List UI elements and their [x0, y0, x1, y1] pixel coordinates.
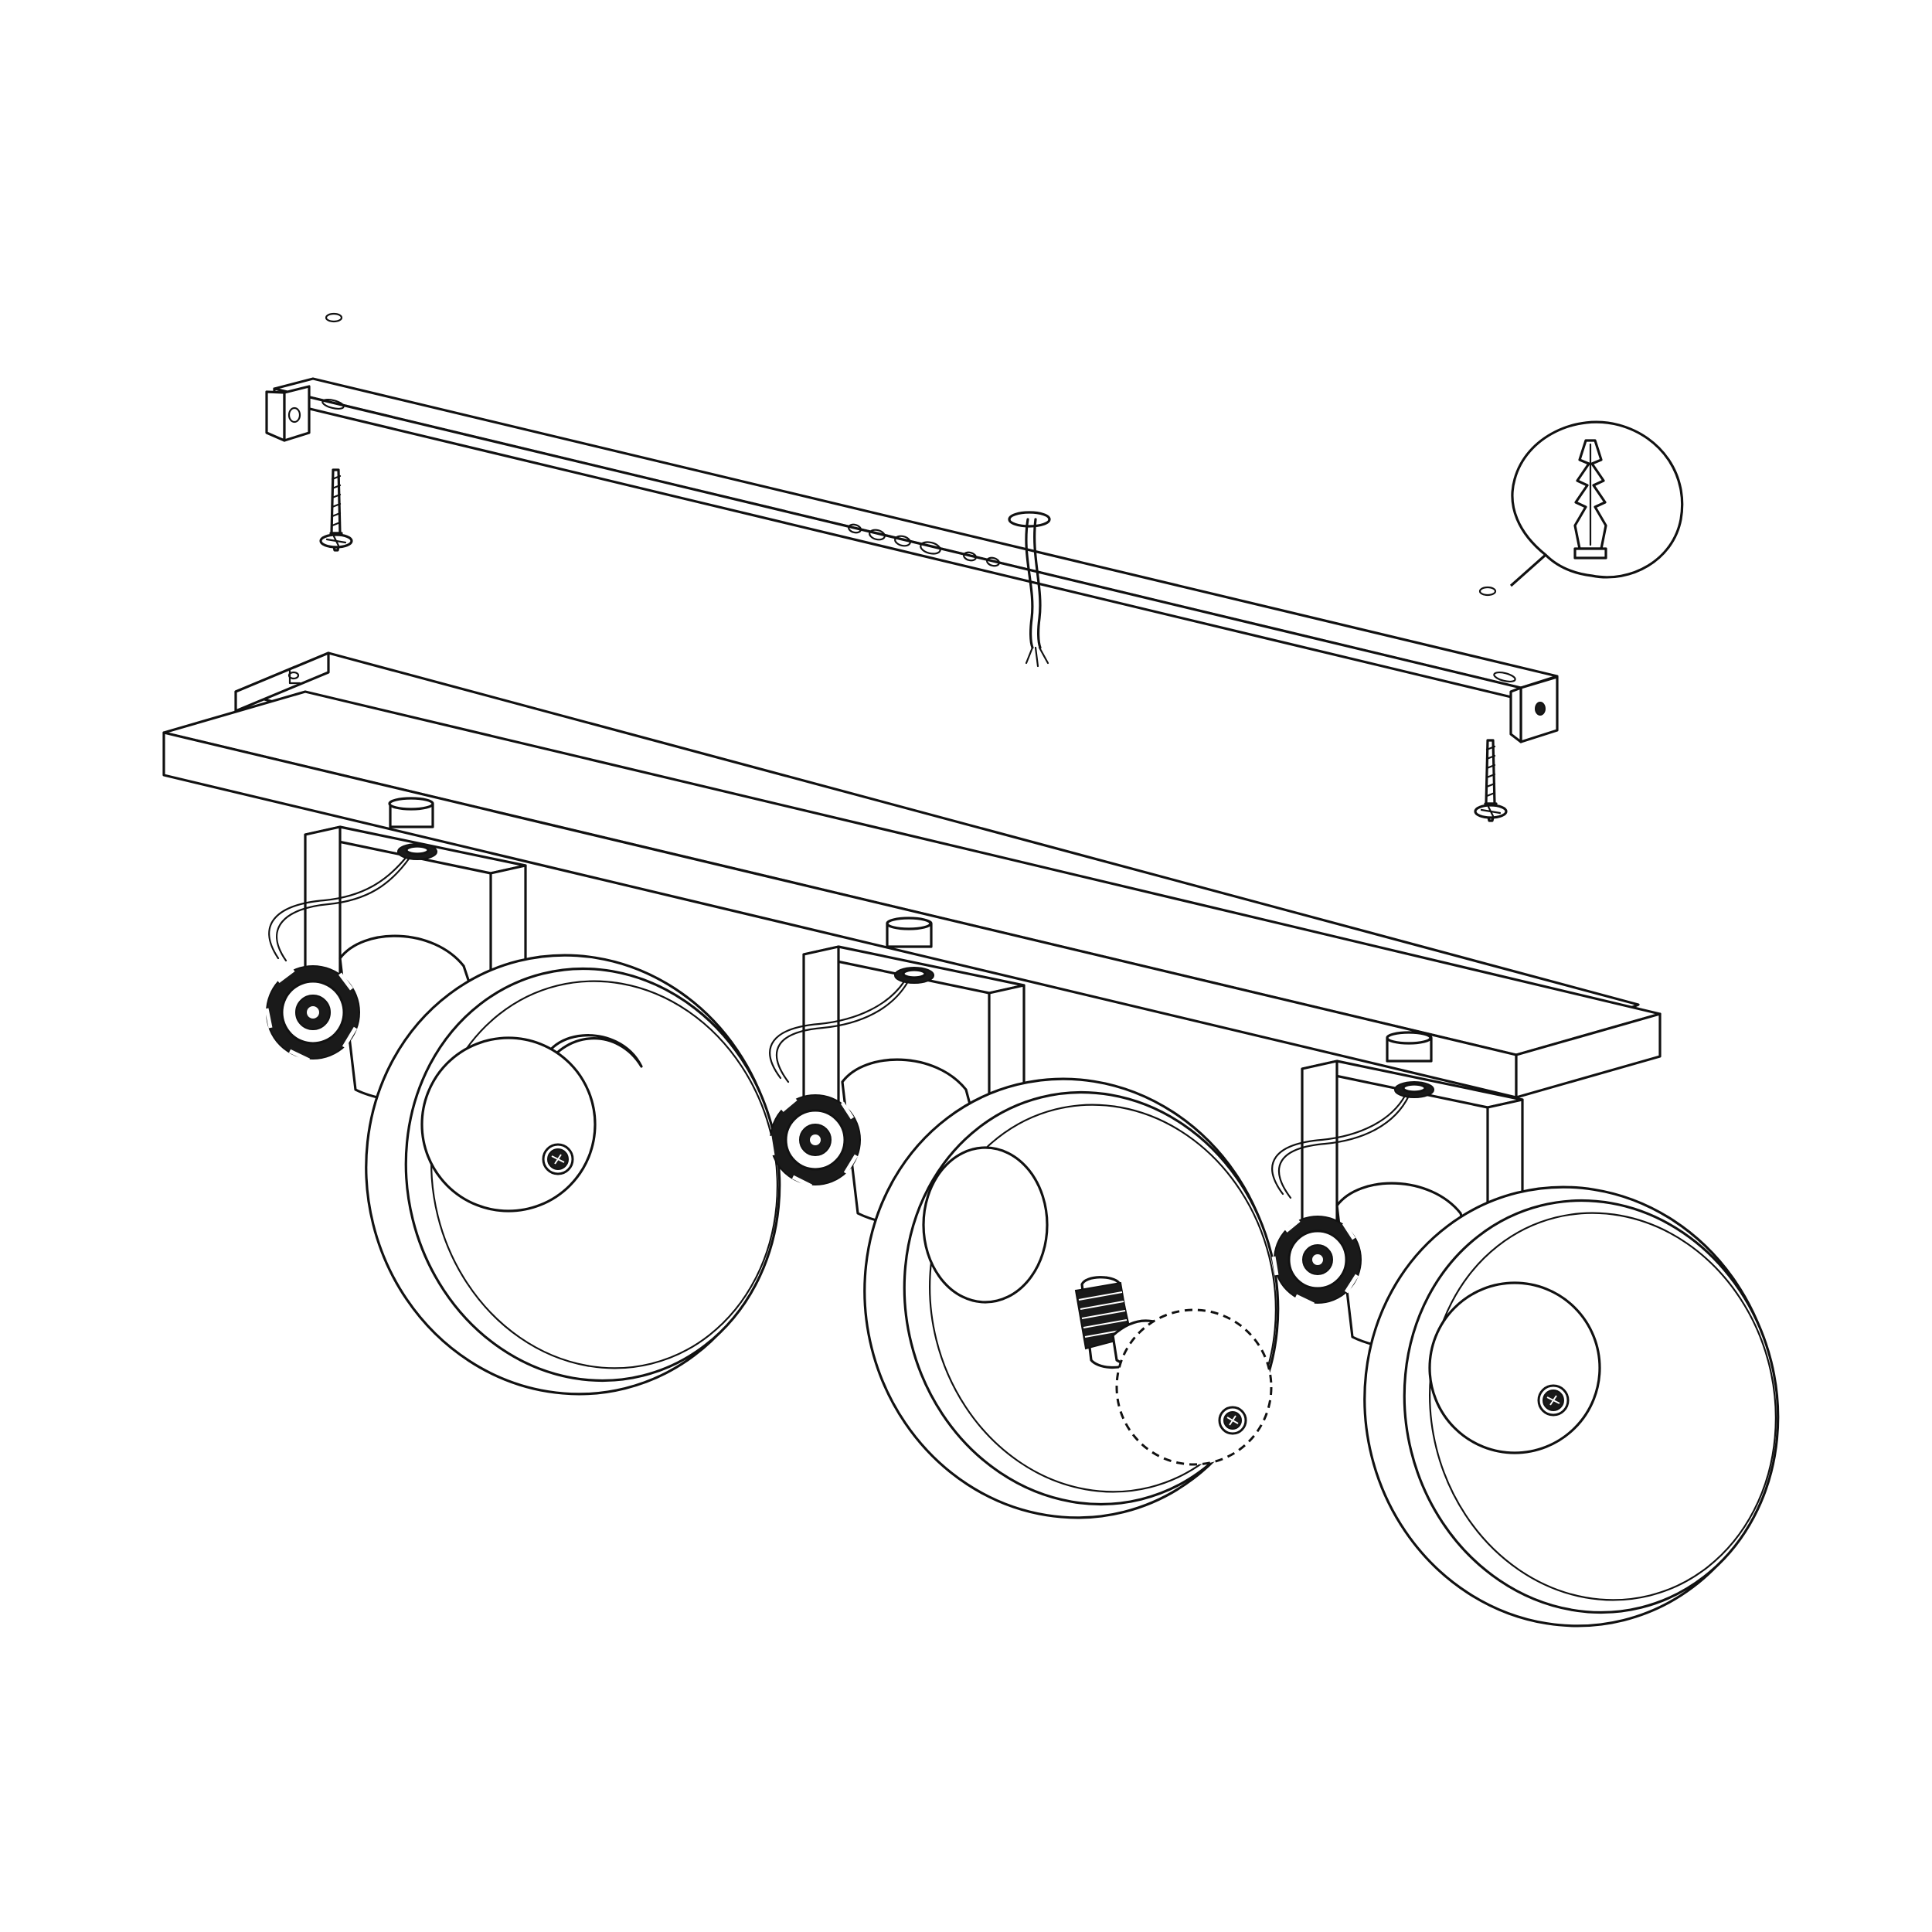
washer-icon [325, 312, 343, 323]
base-plate [162, 651, 1662, 1099]
adjustment-knob-icon [264, 965, 360, 1063]
adjustment-knob-icon [767, 1094, 861, 1189]
bracket-holes [848, 523, 1000, 567]
screw-icon [319, 468, 353, 552]
mounting-bracket [265, 377, 1559, 743]
adjustment-knob-icon [1271, 1216, 1362, 1307]
spotlight-2 [767, 917, 1280, 1519]
wall-plug-callout [1509, 420, 1684, 587]
wall-hole-icon [1478, 586, 1497, 597]
power-cable [1008, 511, 1051, 668]
spotlight-3 [1271, 1031, 1780, 1628]
spotlight-1 [264, 797, 781, 1396]
screw-icon [1474, 739, 1508, 822]
bulb-icon [1074, 1276, 1273, 1466]
